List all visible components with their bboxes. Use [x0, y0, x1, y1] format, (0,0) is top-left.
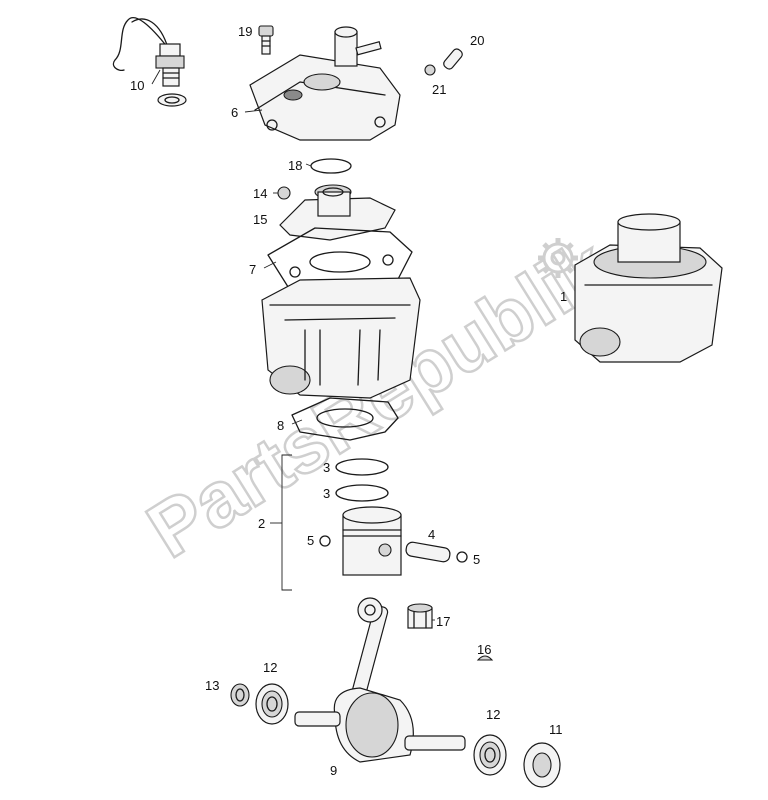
- callout-9: 9: [330, 763, 337, 778]
- callout-17: 17: [436, 614, 450, 629]
- part-11-oil-seal: [523, 742, 561, 788]
- callout-10: 10: [130, 78, 144, 93]
- part-12-bearing-left: [255, 683, 289, 725]
- callout-21: 21: [432, 82, 446, 97]
- callout-11: 11: [549, 722, 563, 737]
- callout-19: 19: [238, 24, 252, 39]
- part-18-o-ring: [310, 158, 352, 174]
- part-16-key: [476, 655, 494, 661]
- callout-3-bottom: 3: [323, 486, 330, 501]
- callout-5-right: 5: [473, 552, 480, 567]
- callout-16: 16: [477, 642, 491, 657]
- part-9-crankshaft: [294, 597, 466, 763]
- callout-7: 7: [249, 262, 256, 277]
- callout-15: 15: [253, 212, 267, 227]
- callout-3-top: 3: [323, 460, 330, 475]
- piston-assembly-bracket: [281, 454, 292, 591]
- part-15-inner-head: [279, 184, 396, 241]
- part-3-piston-ring-top: [335, 458, 389, 476]
- part-10-temperature-sensor: [112, 17, 187, 107]
- callout-5-left: 5: [307, 533, 314, 548]
- callout-4: 4: [428, 527, 435, 542]
- part-14-nut: [277, 186, 291, 200]
- callout-2: 2: [258, 516, 265, 531]
- piston: [342, 506, 402, 576]
- part-3-piston-ring-bottom: [335, 484, 389, 502]
- part-6-cylinder-head: [249, 26, 401, 141]
- part-1-cylinder-assembly: [574, 213, 723, 363]
- cylinder-exploded: [261, 277, 421, 399]
- callout-13: 13: [205, 678, 219, 693]
- callout-6: 6: [231, 105, 238, 120]
- callout-12-left: 12: [263, 660, 277, 675]
- callout-1: 1: [560, 289, 567, 304]
- part-13-seal: [230, 683, 250, 707]
- gear-icon: [538, 238, 578, 278]
- leader-lines: [151, 69, 435, 621]
- part-20-pin: [443, 48, 463, 70]
- part-4-piston-pin: [405, 541, 451, 563]
- part-5-circlip-left: [319, 535, 331, 547]
- part-21-nut: [424, 64, 436, 76]
- callout-labels: 1 2 3 3 4 5 5 6 7 8 9 10 11 12 12 13 14 …: [130, 24, 567, 778]
- part-5-circlip-right: [456, 551, 468, 563]
- callout-20: 20: [470, 33, 484, 48]
- part-8-base-gasket: [291, 397, 399, 441]
- callout-14: 14: [253, 186, 267, 201]
- callout-12-right: 12: [486, 707, 500, 722]
- part-12-bearing-right: [473, 734, 507, 776]
- part-19-bolt: [258, 25, 274, 55]
- callout-18: 18: [288, 158, 302, 173]
- part-17-needle-bearing: [407, 603, 433, 629]
- callout-8: 8: [277, 418, 284, 433]
